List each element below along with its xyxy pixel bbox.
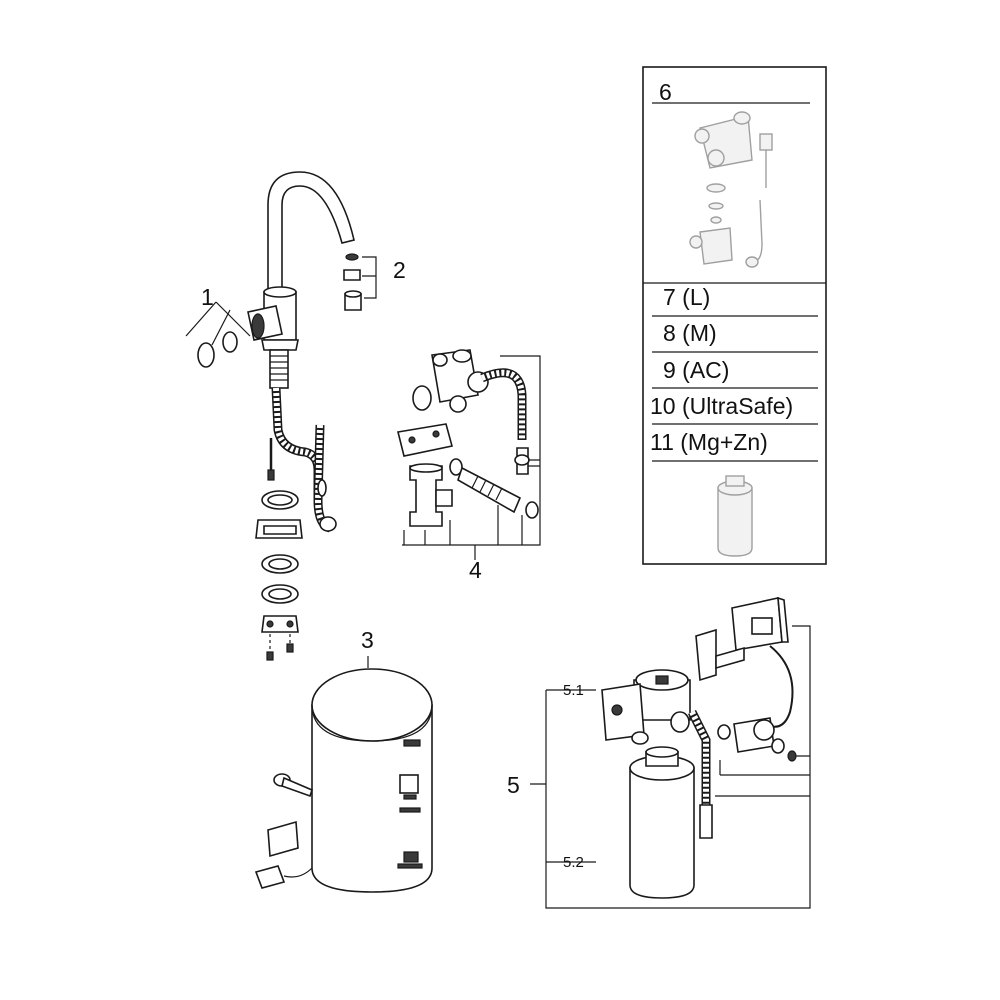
callout-1: 1 — [201, 284, 214, 310]
callout-3: 3 — [361, 627, 374, 653]
faucet-assembly — [185, 171, 377, 661]
callout-4: 4 — [469, 557, 482, 583]
valve-kit-illustration — [689, 111, 773, 268]
filter-cartridge-illustration — [717, 475, 753, 557]
filter-options-panel — [642, 66, 827, 565]
filter-option-11: 11 (Mg+Zn) — [650, 429, 768, 455]
filter-option-7: 7 (L) — [663, 284, 710, 310]
boiler-tank — [254, 656, 433, 893]
filter-option-10: 10 (UltraSafe) — [650, 393, 793, 419]
callout-6: 6 — [659, 79, 672, 105]
filter-option-8: 8 (M) — [663, 320, 717, 346]
callout-5-1: 5.1 — [563, 682, 584, 699]
callout-5-2: 5.2 — [563, 854, 584, 871]
filter-system — [530, 596, 811, 909]
filter-option-9: 9 (AC) — [663, 357, 729, 383]
callout-5: 5 — [507, 772, 520, 798]
valve-fitting-set — [397, 349, 541, 560]
callout-labels: 1 2 3 4 5 5.1 5.2 6 7 (L) 8 (M) 9 (AC) 1… — [201, 79, 793, 871]
callout-2: 2 — [393, 257, 406, 283]
